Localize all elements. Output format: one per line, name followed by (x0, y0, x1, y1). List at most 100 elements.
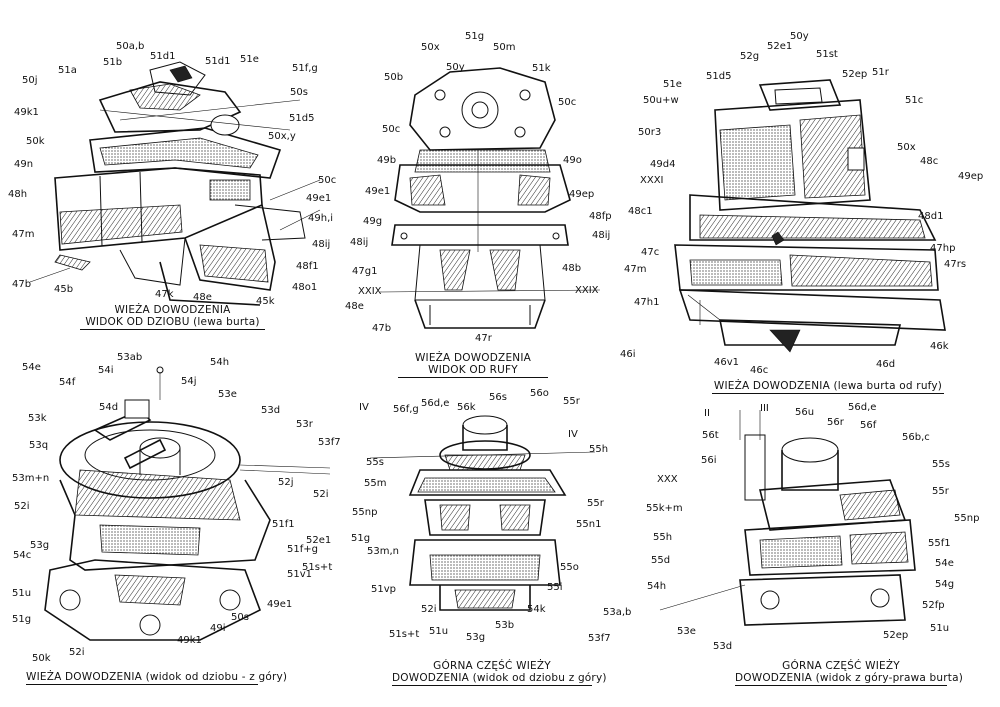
part-label: 48f1 (296, 261, 319, 272)
caption-upper-starboard-view: GÓRNA CZĘŚĆ WIEŻY DOWODZENIA (widok z gó… (735, 660, 964, 686)
part-label: XXIX (575, 285, 599, 296)
part-label: II (704, 408, 710, 419)
part-label: 53g (466, 632, 486, 643)
part-label: 49h,i (308, 213, 334, 224)
part-label: XXIX (358, 286, 382, 297)
part-label: 56k (457, 402, 476, 413)
part-label: 53e (218, 389, 237, 400)
part-label: 50x (421, 42, 440, 53)
part-label: 48e (193, 292, 212, 303)
part-label: 50s (231, 612, 249, 623)
part-label: 51v1 (287, 569, 313, 580)
part-label: 47hp (930, 243, 956, 254)
part-label: 48e (345, 301, 364, 312)
part-label: XXX (657, 474, 678, 485)
part-label: 55s (932, 459, 950, 470)
part-label: 51u (429, 626, 449, 637)
part-label: IV (359, 402, 369, 413)
part-label: 51s+t (302, 562, 333, 573)
part-label: 53q (29, 440, 49, 451)
part-label: 56t (702, 430, 719, 441)
part-label: 49ep (569, 189, 595, 200)
part-label: 49k1 (14, 107, 39, 118)
part-label: 49e1 (306, 193, 332, 204)
part-label: 51f,g (292, 63, 318, 74)
part-label: 52i (421, 604, 437, 615)
part-label: 50k (26, 136, 45, 147)
part-label: 49g (363, 216, 383, 227)
part-label: 51d5 (706, 71, 732, 82)
part-label: 53b (495, 620, 515, 631)
caption-bow-view: WIEŻA DOWODZENIA WIDOK OD DZIOBU (lewa b… (80, 304, 265, 330)
part-label: 51s+t (389, 629, 420, 640)
part-label: 53g (30, 540, 50, 551)
part-label: 48d1 (918, 211, 944, 222)
part-label: 55r (563, 396, 580, 407)
part-label: 50y (790, 31, 809, 42)
drawing-bow-top-view (44, 366, 331, 641)
part-label: 50j (22, 75, 38, 86)
part-label: 51c (905, 95, 924, 106)
caption-line: WIEŻA DOWODZENIA (lewa burta od rufy) (712, 380, 944, 394)
part-label: 53a,b (603, 607, 632, 618)
part-label: 52ep (883, 630, 909, 641)
part-label: 51a (58, 65, 77, 76)
part-label: 53e (677, 626, 696, 637)
part-label: 51g (12, 614, 32, 625)
caption-line: WIEŻA DOWODZENIA (414, 352, 532, 364)
caption-bow-top-view: WIEŻA DOWODZENIA (widok od dziobu - z gó… (26, 671, 287, 685)
part-label: 55o (560, 562, 579, 573)
part-label: XXXI (640, 175, 664, 186)
part-label: 54d (99, 402, 119, 413)
part-label: 56i (701, 455, 717, 466)
part-label: 52i (69, 647, 85, 658)
part-label: 54h (647, 581, 667, 592)
part-label: 50b (384, 72, 404, 83)
part-label: 49o (563, 155, 582, 166)
part-label: 45b (54, 284, 74, 295)
part-label: 54g (935, 579, 955, 590)
part-label: 50x,y (268, 131, 296, 142)
part-label: 56u (795, 407, 815, 418)
drawing-stern-view (379, 67, 601, 329)
part-label: 51e (663, 79, 682, 90)
part-label: 51u (12, 588, 32, 599)
part-label: 46d (876, 359, 896, 370)
drawing-upper-bow-view (369, 415, 596, 611)
part-label: 52fp (922, 600, 945, 611)
part-label: 52e1 (306, 535, 332, 546)
part-label: 46i (620, 349, 636, 360)
part-label: 54i (98, 365, 114, 376)
drawing-bow-view (29, 61, 321, 306)
part-label: 47k (155, 289, 174, 300)
part-label: 52i (14, 501, 30, 512)
part-label: 54e (22, 362, 41, 373)
part-label: 48h (8, 189, 28, 200)
part-label: 50s (290, 87, 308, 98)
part-label: 48ij (350, 237, 369, 248)
caption-line: WIEŻA DOWODZENIA (114, 304, 231, 316)
part-label: 54k (527, 604, 546, 615)
part-label: 51b (103, 57, 123, 68)
part-label: 48c (920, 156, 939, 167)
drawing-upper-starboard-view (659, 410, 916, 626)
part-label: 51r (872, 67, 889, 78)
caption-stern-view: WIEŻA DOWODZENIA WIDOK OD RUFY (398, 352, 548, 378)
part-label: 48ij (592, 230, 611, 241)
part-label: 49i (210, 623, 226, 634)
part-label: 47b (12, 279, 32, 290)
part-label: 51u (930, 623, 950, 634)
caption-line: DOWODZENIA (widok z góry-prawa burta) (735, 672, 964, 686)
part-label: 47h1 (634, 297, 660, 308)
part-label: 50m (493, 42, 516, 53)
part-label: 55d (651, 555, 671, 566)
part-label: 48b (562, 263, 582, 274)
part-label: 53d (261, 405, 281, 416)
caption-line: GÓRNA CZĘŚĆ WIEŻY (433, 660, 551, 672)
part-label: 51d1 (150, 51, 176, 62)
part-label: 53d (713, 641, 733, 652)
part-label: 52j (278, 477, 294, 488)
part-label: 54e (935, 558, 954, 569)
part-label: 51g (465, 31, 485, 42)
part-label: 49e1 (365, 186, 391, 197)
